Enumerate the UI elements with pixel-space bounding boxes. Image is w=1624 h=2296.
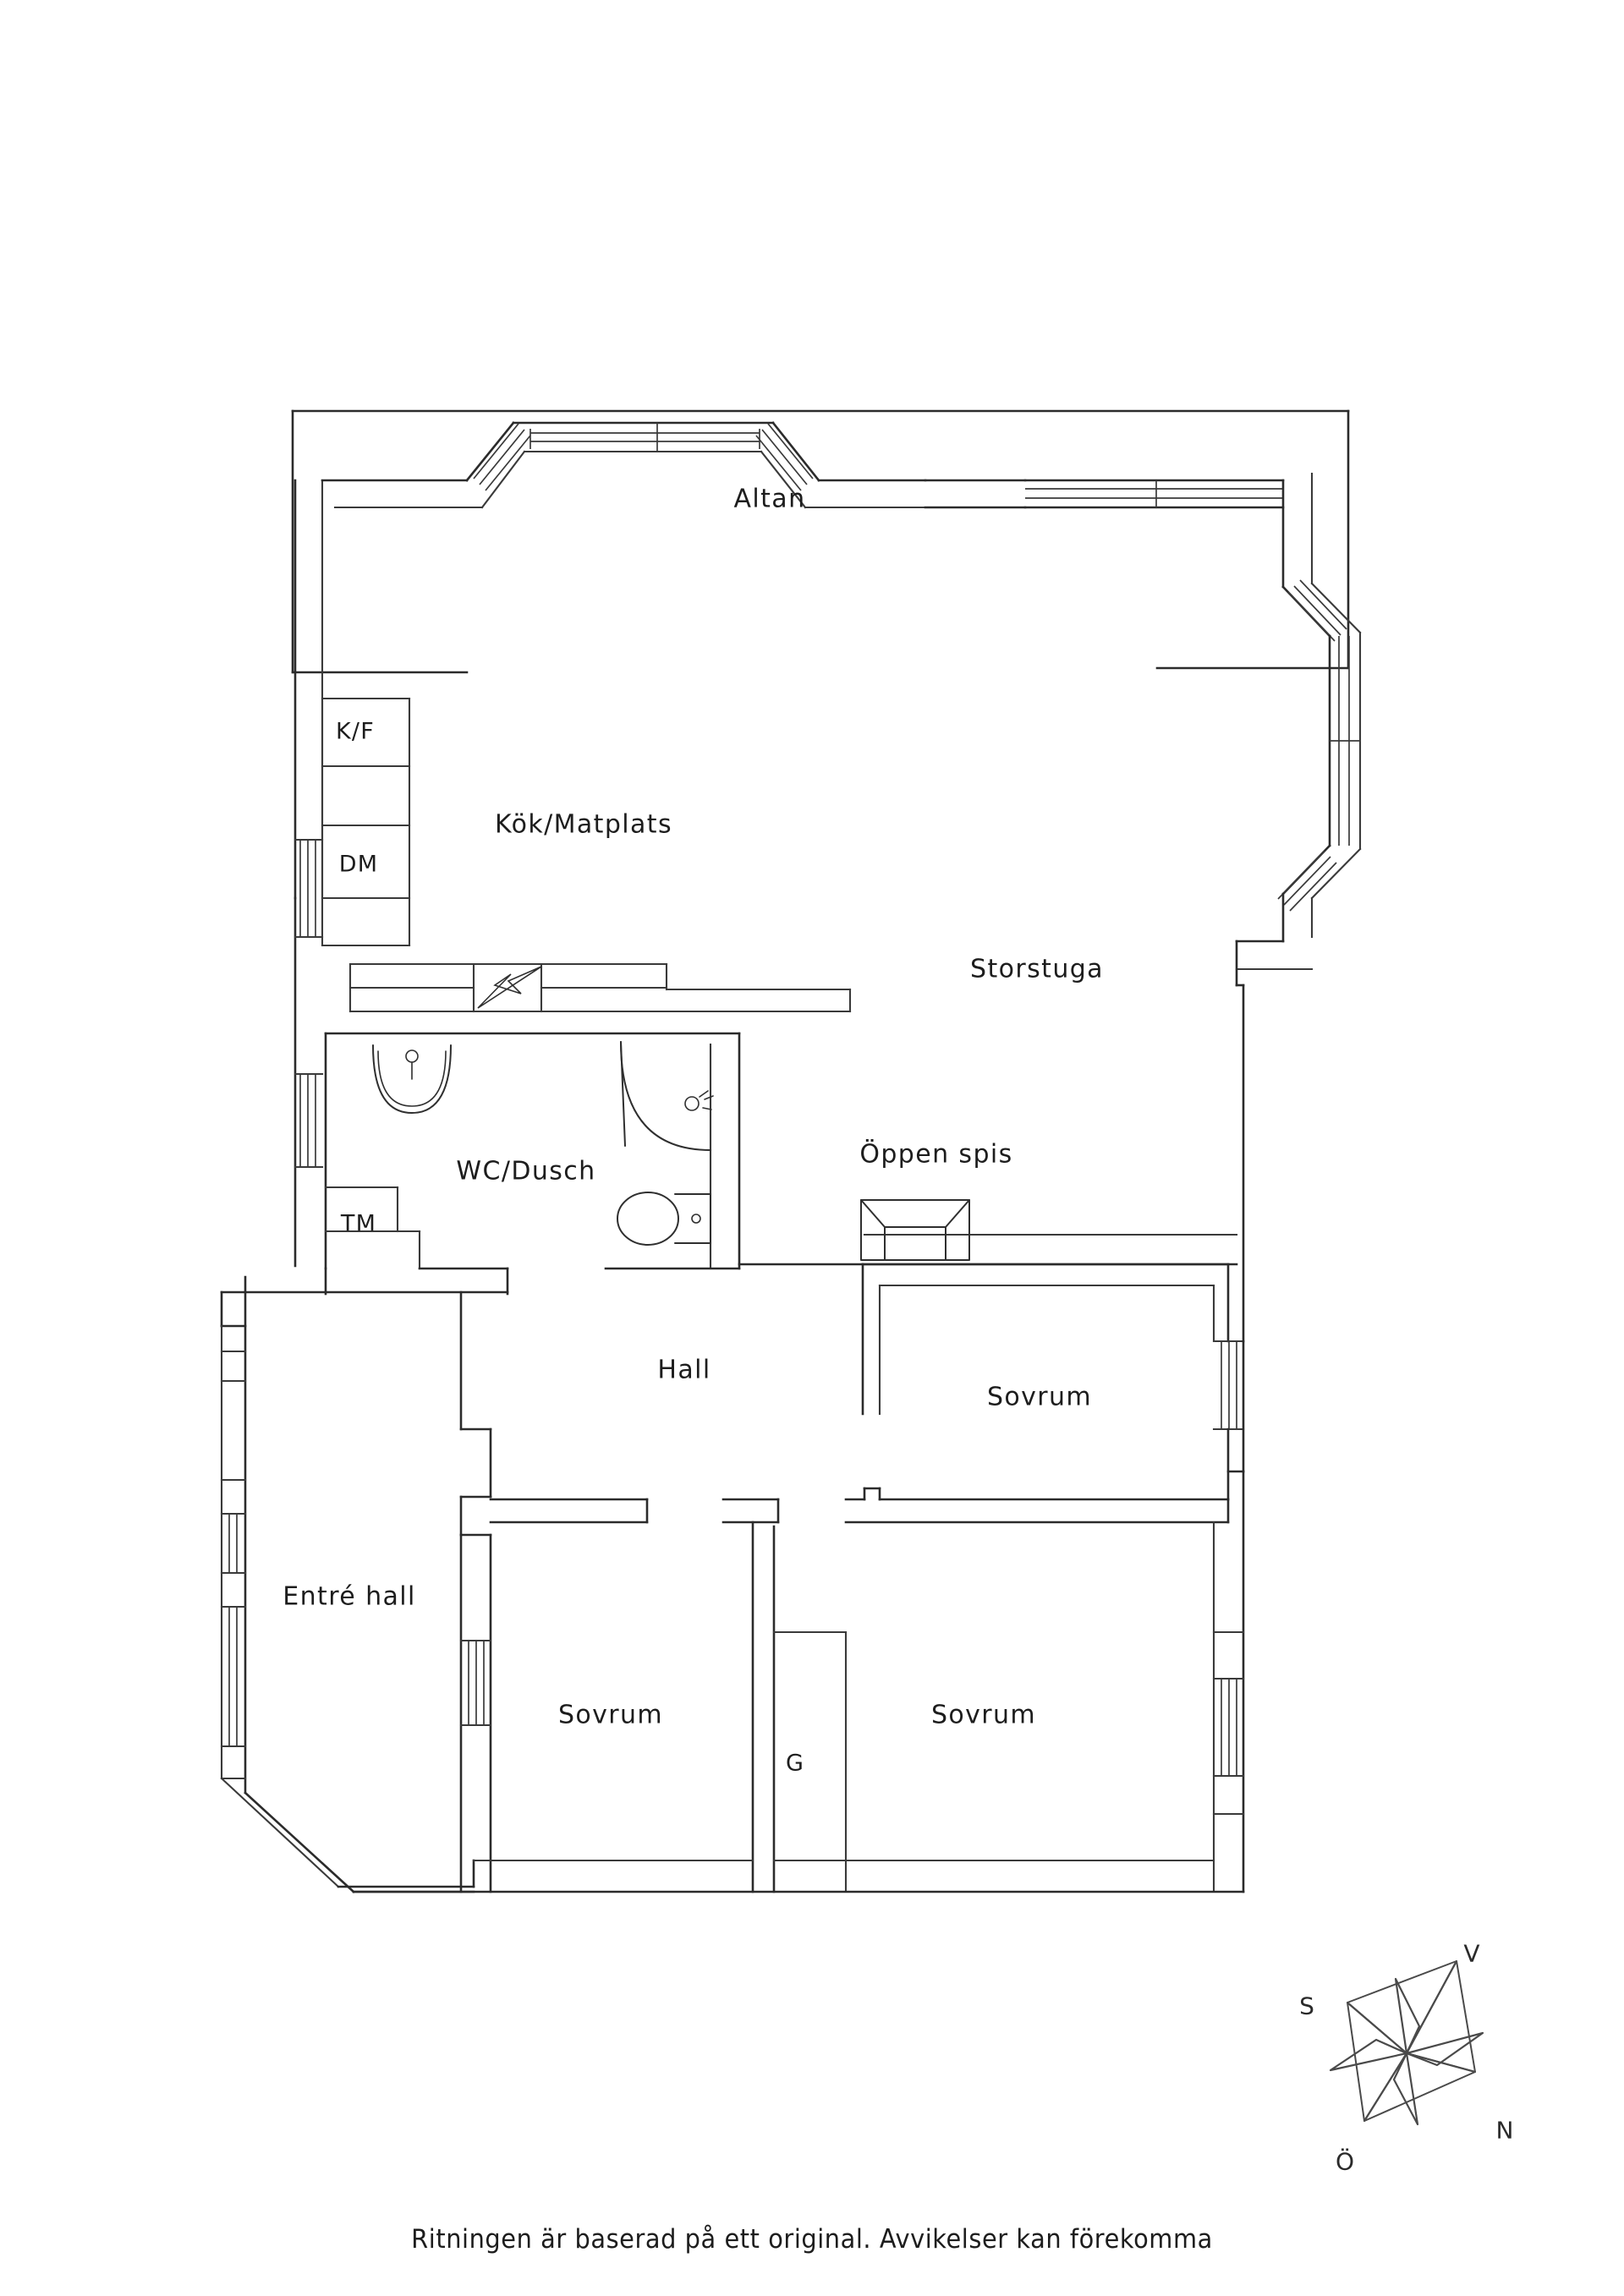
compass-label-nord: N <box>1495 2116 1514 2145</box>
room-label-kok-matplats: Kök/Matplats <box>495 809 672 840</box>
room-label-hall: Hall <box>657 1355 711 1385</box>
room-label-g: G <box>785 1750 805 1777</box>
door-swing-icon <box>620 1041 711 1151</box>
room-label-storstuga: Storstuga <box>970 954 1104 984</box>
interior-partitions <box>220 984 1245 1893</box>
compass-label-vast: V <box>1463 1939 1480 1968</box>
room-label-dm: DM <box>338 851 379 878</box>
wc-dusch-walls <box>294 1032 741 1296</box>
room-label-tm: TM <box>340 1210 377 1237</box>
altan-outline <box>291 409 1350 674</box>
room-label-sovrum-3: Sovrum <box>930 1700 1037 1730</box>
room-label-sovrum-1: Sovrum <box>986 1382 1093 1412</box>
sink-icon <box>372 1044 452 1114</box>
room-label-oppen-spis: Öppen spis <box>859 1139 1013 1170</box>
compass-rose-icon <box>1329 1960 1484 2126</box>
stove-lightning-icon <box>477 966 542 1009</box>
room-label-sovrum-2: Sovrum <box>557 1700 664 1730</box>
drawing-disclaimer: Ritningen är baserad på ett original. Av… <box>411 2224 1213 2255</box>
room-label-kf: K/F <box>336 718 375 745</box>
outer-walls-upper <box>294 421 1362 1268</box>
toilet-icon <box>617 1192 711 1246</box>
room-label-entre-hall: Entré hall <box>283 1581 416 1612</box>
room-label-wc-dusch: WC/Dusch <box>456 1156 596 1186</box>
compass-label-syd: S <box>1299 1992 1314 2020</box>
fireplace-icon <box>860 1199 970 1261</box>
compass-label-ost: Ö <box>1335 2147 1355 2176</box>
kitchen-cabinets <box>294 697 852 1013</box>
storstuga-lower <box>738 1199 1238 1266</box>
valve-icon <box>684 1090 714 1111</box>
room-label-altan: Altan <box>733 484 806 514</box>
